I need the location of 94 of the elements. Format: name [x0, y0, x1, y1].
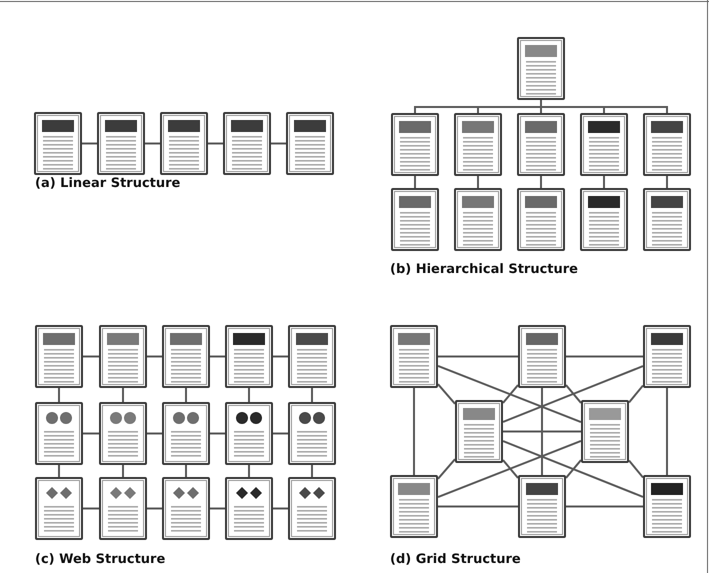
panel-caption: (a) Linear Structure: [35, 176, 180, 191]
page-icon: [35, 477, 83, 540]
connector-line: [273, 432, 288, 434]
connector-line: [502, 459, 519, 479]
connector-line: [83, 432, 99, 434]
page-icon: [162, 402, 210, 465]
page-icon: [454, 113, 502, 176]
panel-caption: (b) Hierarchical Structure: [390, 262, 578, 277]
connector-line: [477, 176, 479, 188]
connector-line: [438, 506, 518, 508]
connector-line: [82, 142, 97, 144]
connector-line: [210, 508, 225, 510]
connector-line: [438, 365, 582, 423]
connector-line: [666, 176, 668, 188]
connector-line: [147, 432, 162, 434]
connector-line: [122, 465, 124, 477]
connector-line: [603, 176, 605, 188]
connector-line: [565, 459, 582, 479]
page-icon: [390, 325, 438, 388]
page-icon: [286, 112, 334, 175]
page-icon: [35, 402, 83, 465]
connector-line: [122, 388, 124, 402]
connector-line: [502, 440, 644, 498]
page-icon: [99, 477, 147, 540]
page-icon: [225, 325, 273, 388]
connector-line: [311, 388, 313, 402]
panel-caption: (d) Grid Structure: [390, 552, 521, 567]
connector-line: [83, 356, 99, 358]
page-icon: [517, 113, 565, 176]
page-icon: [643, 188, 691, 251]
connector-line: [185, 388, 187, 402]
connector-line: [566, 506, 643, 508]
connector-line: [208, 142, 223, 144]
page-icon: [225, 402, 273, 465]
page-icon: [99, 325, 147, 388]
page-icon: [643, 325, 691, 388]
connector-line: [438, 356, 518, 358]
page-icon: [160, 112, 208, 175]
page-icon: [99, 402, 147, 465]
connector-line: [414, 176, 416, 188]
connector-line: [503, 430, 581, 432]
connector-line: [628, 460, 644, 478]
connector-line: [628, 384, 644, 404]
connector-line: [58, 465, 60, 477]
page-icon: [288, 477, 336, 540]
page-icon: [455, 400, 503, 463]
connector-line: [210, 432, 225, 434]
connector-line: [437, 458, 456, 480]
connector-line: [248, 388, 250, 402]
connector-line: [540, 176, 542, 188]
page-icon: [162, 477, 210, 540]
page-icon: [391, 113, 439, 176]
page-icon: [35, 325, 83, 388]
connector-line: [438, 440, 582, 498]
page-icon: [390, 475, 438, 538]
connector-line: [147, 356, 162, 358]
connector-line: [248, 465, 250, 477]
page-icon: [391, 188, 439, 251]
page-icon: [643, 475, 691, 538]
page-icon: [223, 112, 271, 175]
connector-line: [541, 388, 543, 475]
page-icon: [225, 477, 273, 540]
connector-line: [145, 142, 160, 144]
page-icon: [518, 325, 566, 388]
page-icon: [517, 188, 565, 251]
page-icon: [288, 325, 336, 388]
page-icon: [97, 112, 145, 175]
connector-line: [147, 508, 162, 510]
connector-line: [565, 384, 582, 404]
connector-line: [666, 388, 668, 475]
connector-line: [185, 465, 187, 477]
page-icon: [454, 188, 502, 251]
connector-line: [502, 365, 644, 423]
connector-line: [273, 356, 288, 358]
connector-line: [273, 508, 288, 510]
page-icon: [581, 400, 629, 463]
page-icon: [643, 113, 691, 176]
connector-line: [437, 384, 456, 404]
page-icon: [518, 475, 566, 538]
connector-line: [413, 388, 415, 475]
page-icon: [517, 37, 565, 100]
connector-line: [271, 142, 286, 144]
connector-line: [502, 384, 519, 404]
panel-caption: (c) Web Structure: [35, 552, 166, 567]
connector-line: [566, 356, 643, 358]
page-icon: [162, 325, 210, 388]
page-icon: [34, 112, 82, 175]
page-icon: [288, 402, 336, 465]
connector-line: [311, 465, 313, 477]
page-icon: [580, 188, 628, 251]
connector-line: [210, 356, 225, 358]
connector-line: [83, 508, 99, 510]
connector-line: [58, 388, 60, 402]
page-icon: [580, 113, 628, 176]
